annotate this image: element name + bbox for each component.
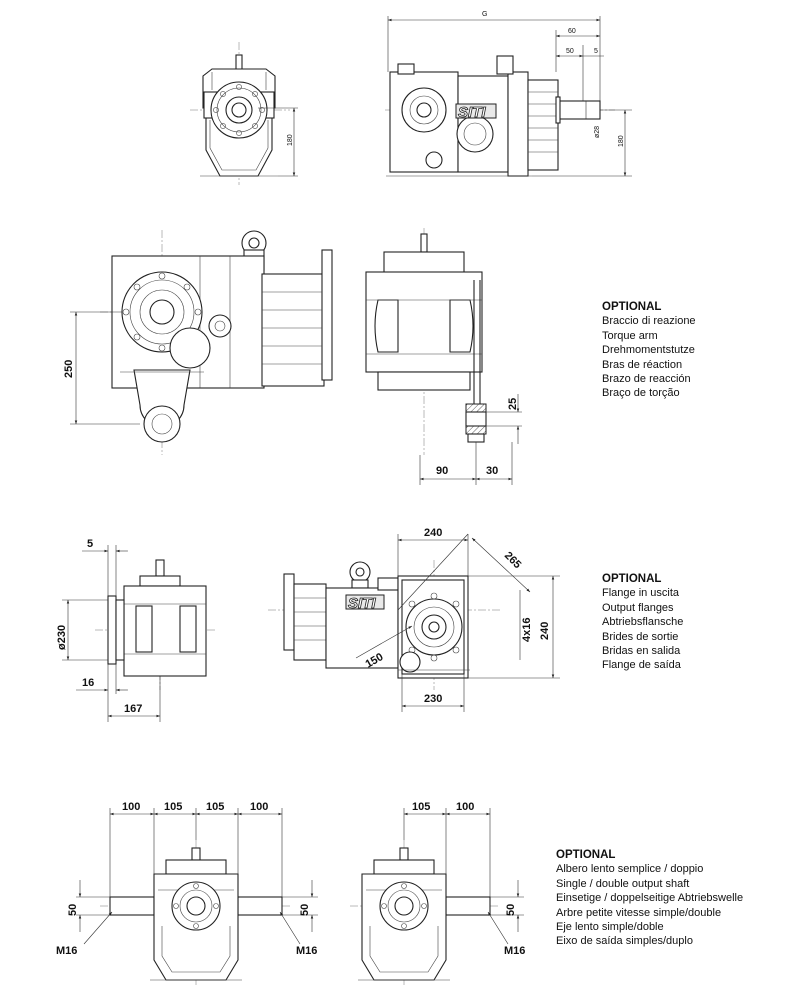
dim-flange-holes: 4x16: [521, 618, 533, 642]
dim-shaft-50b: 50: [299, 904, 311, 916]
dim-shaft-100a: 100: [122, 801, 140, 813]
logo-top: SITI: [458, 104, 486, 121]
dim-flange-dia: ø230: [56, 625, 68, 650]
optional-line: Output flanges: [602, 601, 674, 614]
dim-arm-height: 250: [63, 360, 75, 378]
optional-line: Single / double output shaft: [556, 877, 690, 890]
optional-output-flanges: OPTIONAL Flange in uscita Output flanges…: [602, 572, 683, 673]
dim-shaft-m16b: M16: [296, 945, 317, 957]
dim-arm-30: 30: [486, 465, 498, 477]
dim-single-105: 105: [412, 801, 430, 813]
dim-shaft-105b: 105: [206, 801, 224, 813]
optional-line: Bras de réaction: [602, 358, 683, 371]
view-torque-arm-front: 250: [63, 230, 333, 455]
optional-line: Brazo de reacción: [602, 373, 691, 386]
dim-single-50: 50: [505, 904, 517, 916]
optional-title: OPTIONAL: [602, 301, 662, 313]
dim-shaft-105a: 105: [164, 801, 182, 813]
optional-line: Arbre petite vitesse simple/double: [556, 906, 722, 919]
dim-flange-167: 167: [124, 703, 142, 715]
dim-flange-240-top: 240: [424, 527, 442, 539]
dim-g: G: [482, 11, 487, 18]
optional-output-shaft: OPTIONAL Albero lento semplice / doppio …: [556, 848, 743, 949]
view-torque-arm-side: 25 90 30: [365, 228, 522, 485]
dim-flange-5: 5: [87, 538, 93, 550]
view-front-top: 180: [190, 42, 298, 185]
optional-title: OPTIONAL: [556, 849, 616, 861]
view-side-top: G 60 50 5 SITI ø28: [385, 11, 632, 177]
dim-shaft-m16a: M16: [56, 945, 77, 957]
dim-50: 50: [566, 48, 574, 55]
view-flange-side: 5 ø230 16 167: [56, 538, 215, 722]
optional-line: Abtriebsflansche: [602, 616, 684, 629]
optional-line: Eixo de saída simples/duplo: [556, 935, 693, 948]
dim-single-100: 100: [456, 801, 474, 813]
optional-line: Einsetige / doppelseitige Abtriebswelle: [556, 892, 744, 905]
optional-line: Albero lento semplice / doppio: [556, 863, 704, 876]
optional-line: Braccio di reazione: [602, 315, 696, 328]
optional-line: Bridas en salida: [602, 645, 681, 658]
dim-single-m16: M16: [504, 945, 525, 957]
optional-line: Brides de sortie: [602, 630, 679, 643]
optional-line: Torque arm: [602, 329, 658, 342]
view-single-shaft: 105 100 50 M16: [350, 801, 525, 985]
optional-line: Drehmomentstutze: [602, 344, 695, 357]
dim-top-height: 180: [287, 134, 294, 146]
optional-line: Flange in uscita: [602, 587, 680, 600]
view-flange-front: SITI 240 265 4x16 240 150: [268, 527, 560, 712]
dim-flange-265: 265: [502, 550, 523, 571]
optional-line: Braço de torção: [602, 387, 680, 400]
optional-torque-arm: OPTIONAL Braccio di reazione Torque arm …: [602, 300, 696, 401]
view-double-shaft: 100 105 105 100 50 50 M16 M16: [56, 801, 318, 985]
dim-flange-240-side: 240: [539, 622, 551, 640]
logo-flange: SITI: [348, 595, 376, 612]
optional-line: Flange de saída: [602, 659, 681, 672]
optional-title: OPTIONAL: [602, 573, 662, 585]
optional-line: Eje lento simple/doble: [556, 921, 664, 934]
dim-5: 5: [594, 48, 598, 55]
dim-shaft-dia: ø28: [594, 126, 601, 138]
dim-60: 60: [568, 28, 576, 35]
dim-shaft-50a: 50: [67, 904, 79, 916]
dim-arm-25: 25: [507, 398, 519, 410]
dim-side-height: 180: [618, 135, 625, 147]
dim-flange-230: 230: [424, 693, 442, 705]
dim-shaft-100b: 100: [250, 801, 268, 813]
dim-arm-90: 90: [436, 465, 448, 477]
dim-flange-16: 16: [82, 677, 94, 689]
